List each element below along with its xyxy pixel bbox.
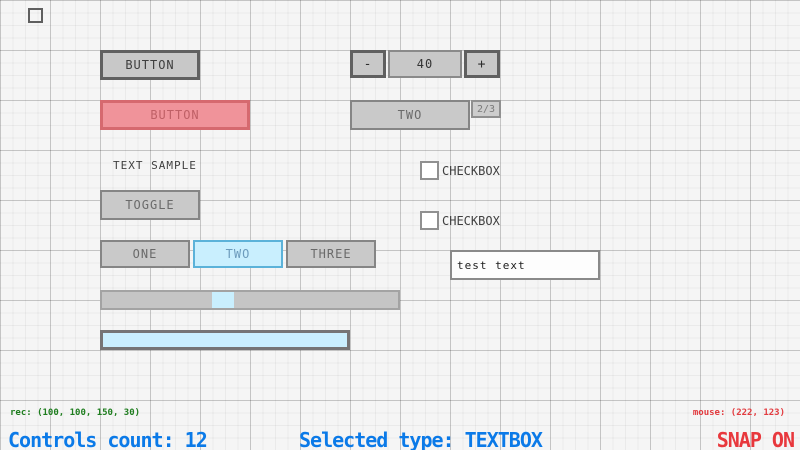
toggle-group-item-two-active[interactable]: TWO — [193, 240, 283, 268]
selected-button[interactable]: BUTTON — [100, 100, 250, 130]
slider-handle[interactable] — [212, 292, 234, 308]
toggle-group-item-one[interactable]: ONE — [100, 240, 190, 268]
checkbox[interactable] — [420, 211, 439, 230]
spinner-increment-button[interactable]: + — [464, 50, 500, 78]
checkbox[interactable] — [420, 161, 439, 180]
toggle-button[interactable]: TOGGLE — [100, 190, 200, 220]
grid-marker-square — [28, 8, 43, 23]
spinner-decrement-button[interactable]: - — [350, 50, 386, 78]
slider-track[interactable] — [100, 290, 400, 310]
spinner-value-box[interactable]: 40 — [388, 50, 462, 78]
controls-count-status: Controls count: 12 — [8, 428, 208, 450]
checkbox-label: CHECKBOX — [442, 213, 500, 228]
selected-type-status: Selected type: TEXTBOX — [299, 428, 543, 450]
toggle-group-item-three[interactable]: THREE — [286, 240, 376, 268]
combo-box[interactable]: TWO — [350, 100, 470, 130]
checkbox-row: CHECKBOX — [420, 161, 500, 180]
text-sample-label: TEXT SAMPLE — [113, 158, 197, 172]
progress-bar-fill — [103, 333, 347, 347]
mouse-position-readout: mouse: (222, 123) — [692, 408, 785, 418]
selected-rect-readout: rec: (100, 100, 150, 30) — [10, 408, 141, 418]
progress-bar — [100, 330, 350, 350]
combo-counter-badge[interactable]: 2/3 — [471, 100, 501, 118]
checkbox-row: CHECKBOX — [420, 211, 500, 230]
checkbox-label: CHECKBOX — [442, 163, 500, 178]
snap-mode-status: SNAP ON — [716, 428, 795, 450]
button[interactable]: BUTTON — [100, 50, 200, 80]
text-input[interactable]: test text — [450, 250, 600, 280]
